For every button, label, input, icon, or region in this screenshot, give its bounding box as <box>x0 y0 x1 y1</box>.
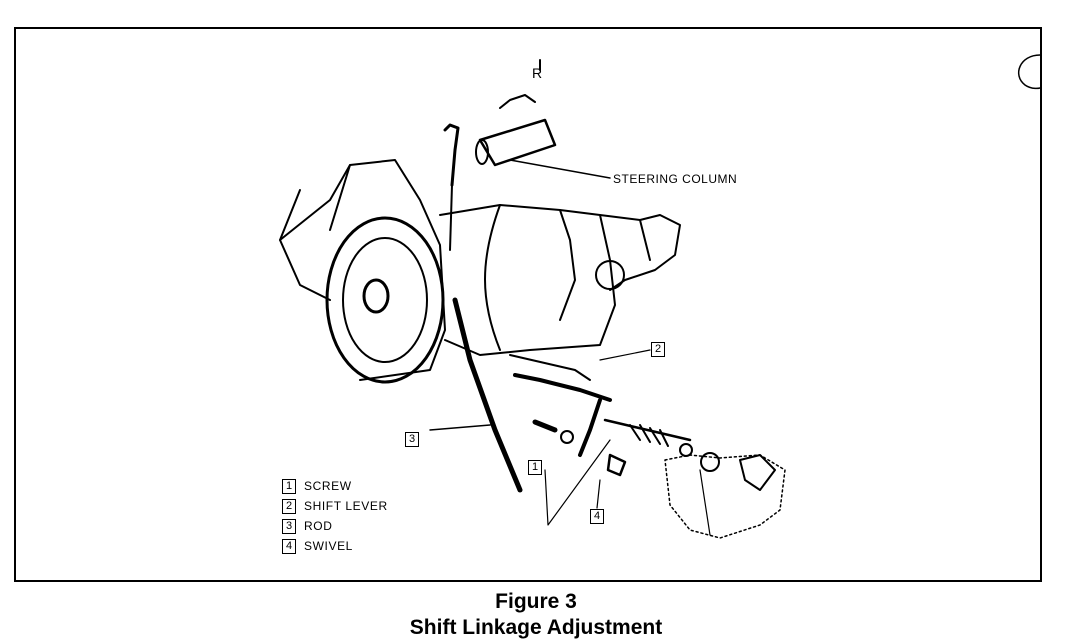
steering-column-label: STEERING COLUMN <box>613 172 738 186</box>
legend-number: 1 <box>282 478 296 494</box>
legend-item: 2 SHIFT LEVER <box>282 496 388 516</box>
spring <box>629 424 669 447</box>
legend-number: 4 <box>282 538 296 554</box>
figure-title: Shift Linkage Adjustment <box>409 616 663 639</box>
legend-item: 1 SCREW <box>282 476 388 496</box>
screw <box>532 419 558 433</box>
rod <box>452 297 523 493</box>
legend-item: 4 SWIVEL <box>282 536 388 556</box>
steering-column <box>478 118 557 167</box>
torque-converter <box>325 216 445 384</box>
callout-2: 2 <box>651 342 665 357</box>
legend-item: 3 ROD <box>282 516 388 536</box>
extension-housing <box>599 214 681 291</box>
figure-number: Figure 3 <box>495 590 577 613</box>
legend-text: SWIVEL <box>304 539 353 553</box>
legend-number: 3 <box>282 518 296 534</box>
figure-frame <box>14 27 1042 582</box>
legend-text: ROD <box>304 519 333 533</box>
shift-lever <box>513 373 612 402</box>
callout-3: 3 <box>405 432 419 447</box>
swivel <box>606 453 627 477</box>
legend-number: 2 <box>282 498 296 514</box>
svg-text:R: R <box>532 65 542 81</box>
legend-text: SCREW <box>304 479 352 493</box>
legend: 1 SCREW 2 SHIFT LEVER 3 ROD 4 SWIVEL <box>282 476 388 556</box>
legend-text: SHIFT LEVER <box>304 499 388 513</box>
callout-4: 4 <box>590 509 604 524</box>
transmission-case <box>439 204 616 356</box>
callout-1: 1 <box>528 460 542 475</box>
